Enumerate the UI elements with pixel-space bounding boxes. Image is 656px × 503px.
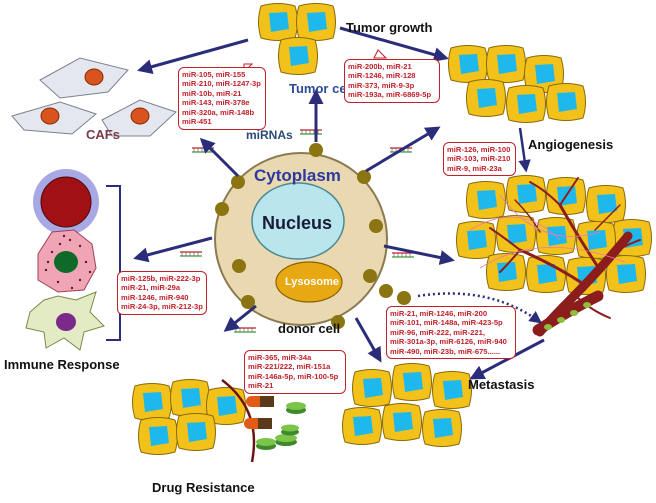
- mirna-line: miR-101, miR-148a, miR-423-5p: [390, 318, 503, 328]
- immune-bracket: [106, 185, 121, 341]
- immune-cells: [25, 169, 105, 351]
- mirna-line: miR-9, miR-23a: [447, 163, 502, 173]
- label-cafs: CAFs: [86, 127, 120, 142]
- mirna-line: miR-365, miR-34a: [248, 353, 312, 362]
- mirna-line: miR-451: [182, 117, 212, 127]
- mirna-line: miR-1246, miR-128: [348, 71, 416, 81]
- metastasis-vessel: [532, 290, 604, 336]
- mirna-line: miR-21: [248, 381, 274, 391]
- mirna-box-tumor-growth: miR-200b, miR-21 miR-1246, miR-128 miR-3…: [344, 59, 440, 103]
- label-tumor-cells: Tumor cells: [289, 81, 362, 96]
- label-lysosome: Lysosome: [285, 276, 340, 288]
- label-nucleus: Nucleus: [262, 213, 333, 233]
- mirna-line: miR-1246, miR-940: [121, 292, 189, 302]
- tumor-cells-right-cluster: [448, 45, 586, 123]
- label-cytoplasm: Cytoplasm: [254, 166, 341, 185]
- drug-resistance-cluster: [132, 379, 306, 463]
- donor-cell: [214, 143, 411, 329]
- arrows: [133, 26, 545, 380]
- mirna-box-drug: miR-365, miR-34a miR-221/222, miR-151a m…: [244, 350, 346, 394]
- mirna-line: miR-10b, miR-21: [182, 88, 242, 98]
- mirna-box-immune: miR-125b, miR-222-3p miR-21, miR-29a miR…: [117, 271, 207, 315]
- mirna-line: miR-320a, miR-148b: [182, 107, 255, 117]
- mirna-line: miR-105, miR-155: [182, 70, 246, 79]
- mirna-line: miR-21, miR-29a: [121, 283, 181, 293]
- mirna-line: miR-96, miR-222, miR-221,: [390, 327, 485, 337]
- mirna-line: miR-125b, miR-222-3p: [121, 274, 201, 283]
- label-tumor-growth: Tumor growth: [346, 20, 433, 35]
- mirna-line: miR-143, miR-378e: [182, 98, 250, 108]
- mirna-line: miR-146a-5p, miR-100-5p: [248, 371, 339, 381]
- mirna-line: miR-210, miR-1247-3p: [182, 79, 261, 89]
- drug-pills: [244, 396, 306, 450]
- mirna-line: miR-301a-3p, miR-6126, miR-940: [390, 337, 507, 347]
- mirna-line: miR-200b, miR-21: [348, 62, 412, 71]
- mirna-line: miR-193a, miR-6869-5p: [348, 90, 432, 100]
- mirna-box-angiogenesis: miR-126, miR-100 miR-103, miR-210 miR-9,…: [443, 142, 516, 176]
- mirna-line: miR-103, miR-210: [447, 154, 511, 164]
- label-mirnas: miRNAs: [246, 128, 293, 142]
- mirna-line: miR-373, miR-9-3p: [348, 80, 415, 90]
- mirna-line: miR-24-3p, miR-212-3p: [121, 302, 203, 312]
- label-donor-cell: donor cell: [278, 321, 341, 336]
- mirna-line: miR-221/222, miR-151a: [248, 362, 331, 372]
- cafs-fibroblasts: [11, 57, 177, 137]
- mirna-line: miR-126, miR-100: [447, 145, 511, 154]
- label-drug-resistance: Drug Resistance: [152, 480, 255, 495]
- mirna-box-tumor-cells: miR-105, miR-155 miR-210, miR-1247-3p mi…: [178, 67, 266, 130]
- mirna-line: miR-490, miR-23b, miR-675......: [390, 346, 501, 356]
- mirna-box-metastasis: miR-21, miR-1246, miR-200 miR-101, miR-1…: [386, 306, 516, 359]
- label-angiogenesis: Angiogenesis: [528, 137, 614, 152]
- mirna-line: miR-21, miR-1246, miR-200: [390, 309, 488, 318]
- label-metastasis: Metastasis: [468, 377, 535, 392]
- tumor-cells-top-cluster: [258, 3, 336, 75]
- metastasis-cluster: [342, 363, 472, 447]
- label-immune-response: Immune Response: [4, 357, 120, 372]
